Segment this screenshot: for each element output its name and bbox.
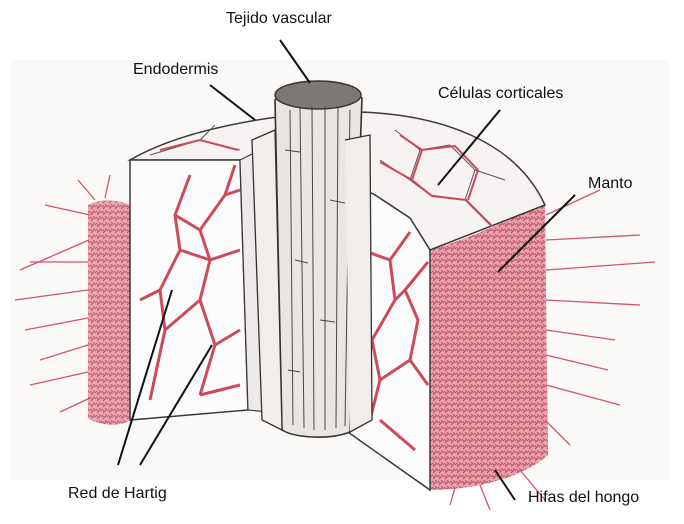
label-endodermis: Endodermis [133,62,218,78]
label-manto: Manto [588,176,632,192]
label-hifas-del-hongo: Hifas del hongo [528,490,639,506]
vascular-tissue [252,81,372,437]
left-cut-face [130,160,248,420]
label-celulas-corticales: Células corticales [438,86,563,102]
label-tejido-vascular: Tejido vascular [226,11,332,27]
label-red-de-hartig: Red de Hartig [68,486,167,502]
